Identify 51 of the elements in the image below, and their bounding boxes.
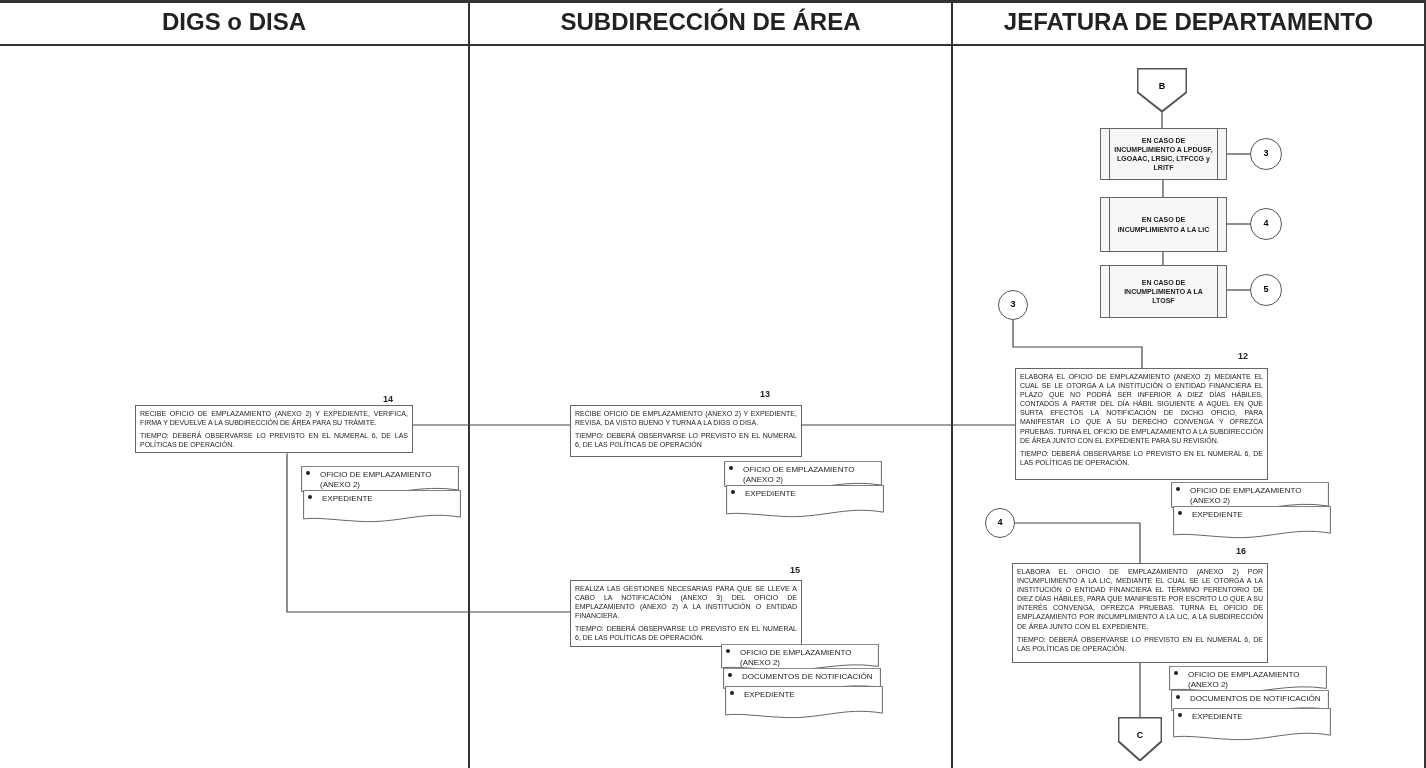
connector-line (1162, 251, 1164, 266)
document-label: OFICIO DE EMPLAZAMIENTO (ANEXO 2) (740, 648, 853, 668)
document-label: OFICIO DE EMPLAZAMIENTO (ANEXO 2) (1188, 670, 1301, 690)
connector-line (286, 452, 571, 613)
predefined-process-box (1100, 265, 1227, 318)
connector-line (1139, 662, 1141, 718)
document-shape (1172, 708, 1332, 742)
document-label: OFICIO DE EMPLAZAMIENTO (ANEXO 2) (1190, 486, 1303, 506)
process-box (1012, 563, 1268, 663)
document-shape (724, 686, 884, 720)
step-number: 16 (1236, 545, 1246, 558)
document-label: DOCUMENTOS DE NOTIFICACIÓN (742, 672, 873, 682)
document-label: OFICIO DE EMPLAZAMIENTO (ANEXO 2) (320, 470, 433, 490)
lane-header: DIGS o DISA (0, 0, 468, 46)
document-label: EXPEDIENTE (1192, 712, 1243, 722)
step-number: 12 (1238, 350, 1248, 363)
document-label: EXPEDIENTE (745, 489, 796, 499)
connector-line (1162, 179, 1164, 198)
connector-line (1226, 223, 1251, 225)
step-number: 14 (383, 393, 393, 406)
document-label: OFICIO DE EMPLAZAMIENTO (ANEXO 2) (743, 465, 856, 485)
connector-letter: C (1136, 729, 1144, 742)
step-number: 15 (790, 564, 800, 577)
connector-line (412, 424, 571, 426)
document-label: EXPEDIENTE (744, 690, 795, 700)
document-shape (1172, 506, 1332, 540)
document-shape (725, 485, 885, 519)
off-page-connector (1118, 717, 1162, 761)
document-shape (302, 490, 462, 524)
connector-line (1226, 153, 1251, 155)
swimlane (470, 0, 953, 768)
connector-letter: B (1158, 80, 1166, 93)
document-label: EXPEDIENTE (322, 494, 373, 504)
connector-line (1161, 111, 1163, 129)
lane-header: JEFATURA DE DEPARTAMENTO (953, 0, 1424, 46)
predefined-process-box (1100, 128, 1227, 180)
process-box (570, 405, 802, 457)
document-label: EXPEDIENTE (1192, 510, 1243, 520)
lane-header: SUBDIRECCIÓN DE ÁREA (470, 0, 951, 46)
process-box (1015, 368, 1268, 480)
swimlane (0, 0, 470, 768)
step-number: 13 (760, 388, 770, 401)
process-box (135, 405, 413, 454)
swimlane (953, 0, 1426, 768)
connector-line (1014, 522, 1141, 564)
connector-line (801, 424, 1016, 426)
connector-line (1012, 319, 1143, 369)
off-page-connector (1137, 68, 1187, 112)
predefined-process-box (1100, 197, 1227, 252)
document-label: DOCUMENTOS DE NOTIFICACIÓN (1190, 694, 1321, 704)
connector-line (1226, 289, 1251, 291)
